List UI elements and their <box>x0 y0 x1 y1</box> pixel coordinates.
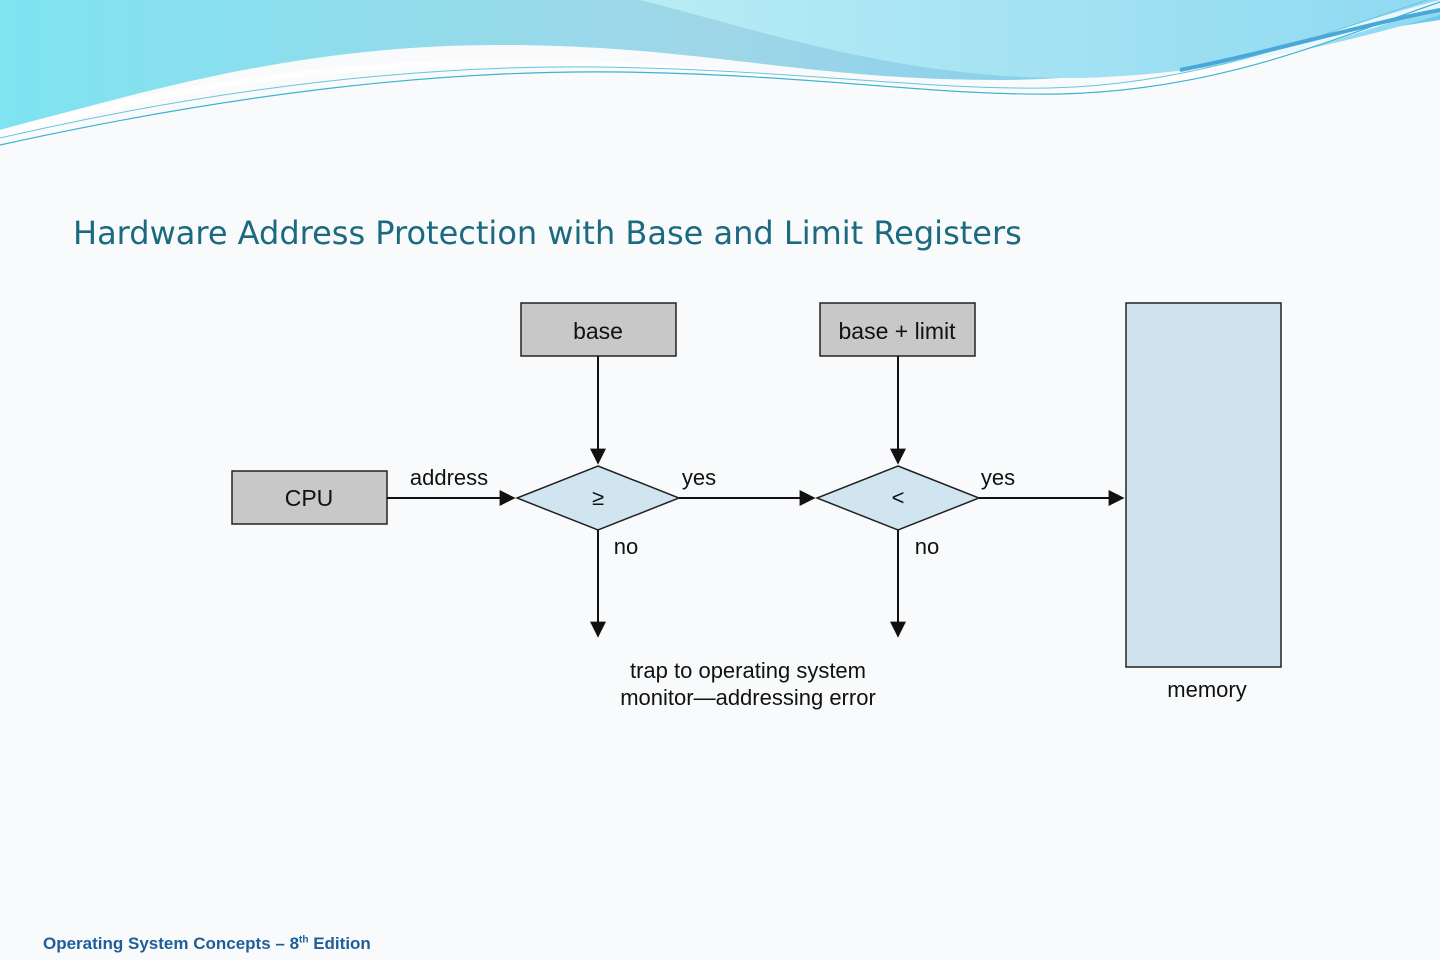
yes-label-1: yes <box>682 465 716 490</box>
trap-label-line-2: monitor—addressing error <box>620 685 876 710</box>
base-limit-register-box <box>819 302 976 357</box>
footer-suffix: Edition <box>308 934 371 953</box>
cpu-label: CPU <box>285 485 334 511</box>
slide-title: Hardware Address Protection with Base an… <box>73 214 1022 252</box>
footer-title: Operating System Concepts – 8 <box>43 934 300 953</box>
wave-banner <box>0 0 1440 146</box>
base-register-label: base <box>573 318 623 344</box>
base-limit-register-label: base + limit <box>839 318 957 344</box>
trap-label-line-1: trap to operating system <box>630 658 866 683</box>
banner-line-1 <box>0 1 1440 146</box>
cpu-box <box>231 470 388 525</box>
banner-wave-white <box>0 0 1440 140</box>
comparator-ge-symbol: ≥ <box>592 485 604 510</box>
footer-superscript: th <box>299 934 309 946</box>
address-label: address <box>410 465 488 490</box>
banner-line-2 <box>0 0 1429 139</box>
banner-line-3 <box>1179 8 1440 72</box>
no-label-2: no <box>915 534 939 559</box>
no-label-1: no <box>614 534 638 559</box>
memory-label: memory <box>1167 677 1246 702</box>
yes-label-2: yes <box>981 465 1015 490</box>
footer-edition-text: Operating System Concepts – 8th Edition <box>43 934 371 954</box>
memory-block <box>1125 302 1282 668</box>
comparator-lt-symbol: < <box>892 485 905 510</box>
